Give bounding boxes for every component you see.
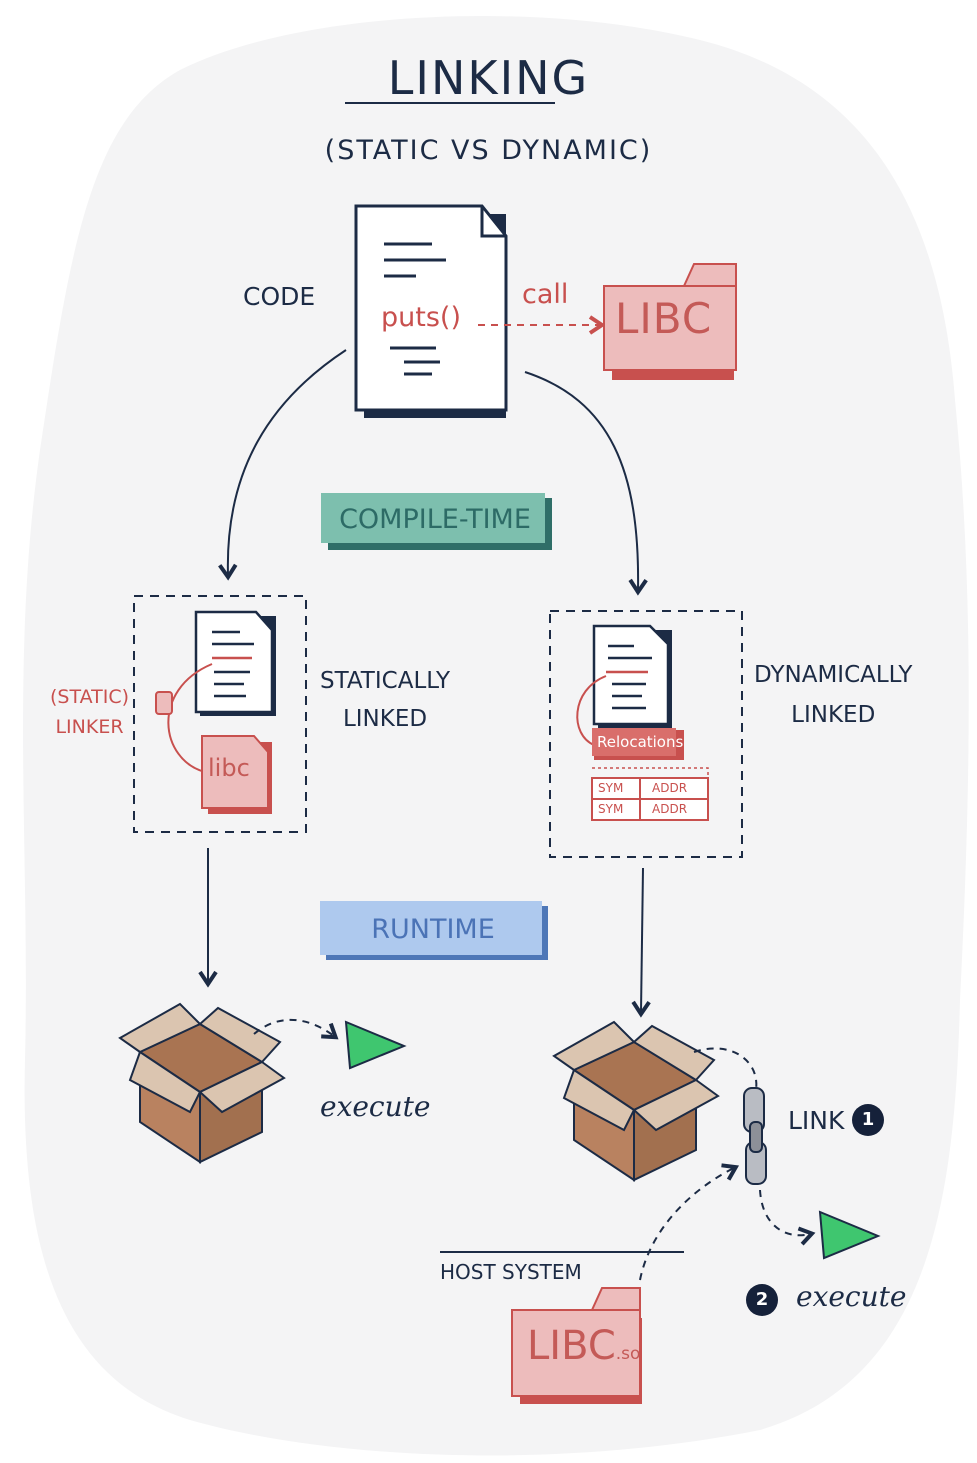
libc-so-name: LIBC — [527, 1323, 616, 1369]
table-cell-sym: SYM — [598, 781, 624, 795]
statically-linked-line1: STATICALLY — [320, 668, 451, 694]
step-1-badge: 1 — [852, 1104, 884, 1136]
execute-label: execute — [320, 1090, 431, 1123]
dynamically-linked-label: DYNAMICALLY LINKED — [754, 655, 912, 735]
execute-arrow-2 — [759, 1189, 816, 1246]
libc-folder-icon — [603, 263, 737, 380]
static-linker-line1: (STATIC) — [50, 686, 130, 708]
table-cell-addr: ADDR — [652, 781, 688, 795]
chain-link-icon — [743, 1087, 767, 1185]
dynamically-linked-line1: DYNAMICALLY — [754, 662, 913, 688]
compile-arrow-right — [524, 371, 648, 596]
dynamically-linked-line2: LINKED — [791, 702, 876, 728]
runtime-box — [320, 901, 542, 955]
page-title: LINKING — [387, 51, 590, 105]
static-linker-line2: LINKER — [55, 716, 124, 738]
relocations-label: Relocations — [597, 733, 684, 751]
libc-so-folder-icon — [511, 1287, 642, 1404]
libc-so-label: LIBC.so — [527, 1326, 640, 1366]
play-icon-2 — [818, 1210, 881, 1260]
dynamic-reloc-curve — [576, 675, 607, 746]
link-arrow — [693, 1047, 758, 1091]
static-execute-arrow — [253, 1019, 339, 1040]
play-icon-1 — [344, 1020, 407, 1070]
execute-label-2: execute — [796, 1280, 907, 1313]
dynamic-package-icon — [552, 1020, 720, 1182]
static-link-curve — [167, 663, 213, 773]
dynamic-runtime-arrow — [631, 867, 651, 1018]
libc-label: LIBC — [615, 294, 713, 343]
libc-so-suffix: .so — [615, 1344, 641, 1364]
link-label: LINK — [788, 1106, 845, 1135]
compile-time-box — [321, 493, 545, 543]
call-label: call — [522, 279, 569, 310]
static-linker-label: (STATIC) LINKER — [50, 682, 129, 742]
compile-time-label: COMPILE-TIME — [339, 504, 531, 535]
static-dashed-box — [133, 595, 307, 833]
host-system-label: HOST SYSTEM — [440, 1260, 582, 1284]
relocations-tag-fill — [592, 728, 676, 756]
page-subtitle: (STATIC VS DYNAMIC) — [324, 135, 653, 166]
dynamic-dashed-box — [549, 610, 743, 858]
code-call-text: puts() — [381, 302, 461, 333]
static-document-icon — [194, 610, 276, 716]
table-cell-addr: ADDR — [652, 802, 688, 816]
code-label: CODE — [243, 282, 316, 311]
runtime-label: RUNTIME — [371, 914, 495, 945]
statically-linked-line2: LINKED — [342, 706, 428, 732]
static-lib-label: libc — [208, 754, 250, 782]
static-libc-file-icon — [201, 735, 272, 814]
static-package-icon — [118, 1002, 286, 1164]
statically-linked-label: STATICALLY LINKED — [320, 662, 450, 738]
lock-icon — [155, 691, 173, 715]
dynamic-document-icon — [592, 624, 672, 728]
compile-arrow-left — [218, 349, 347, 581]
libc-so-arrow — [639, 1163, 740, 1281]
table-cell-sym: SYM — [598, 802, 624, 816]
step-2-badge: 2 — [746, 1284, 778, 1316]
code-document-icon — [354, 204, 508, 418]
